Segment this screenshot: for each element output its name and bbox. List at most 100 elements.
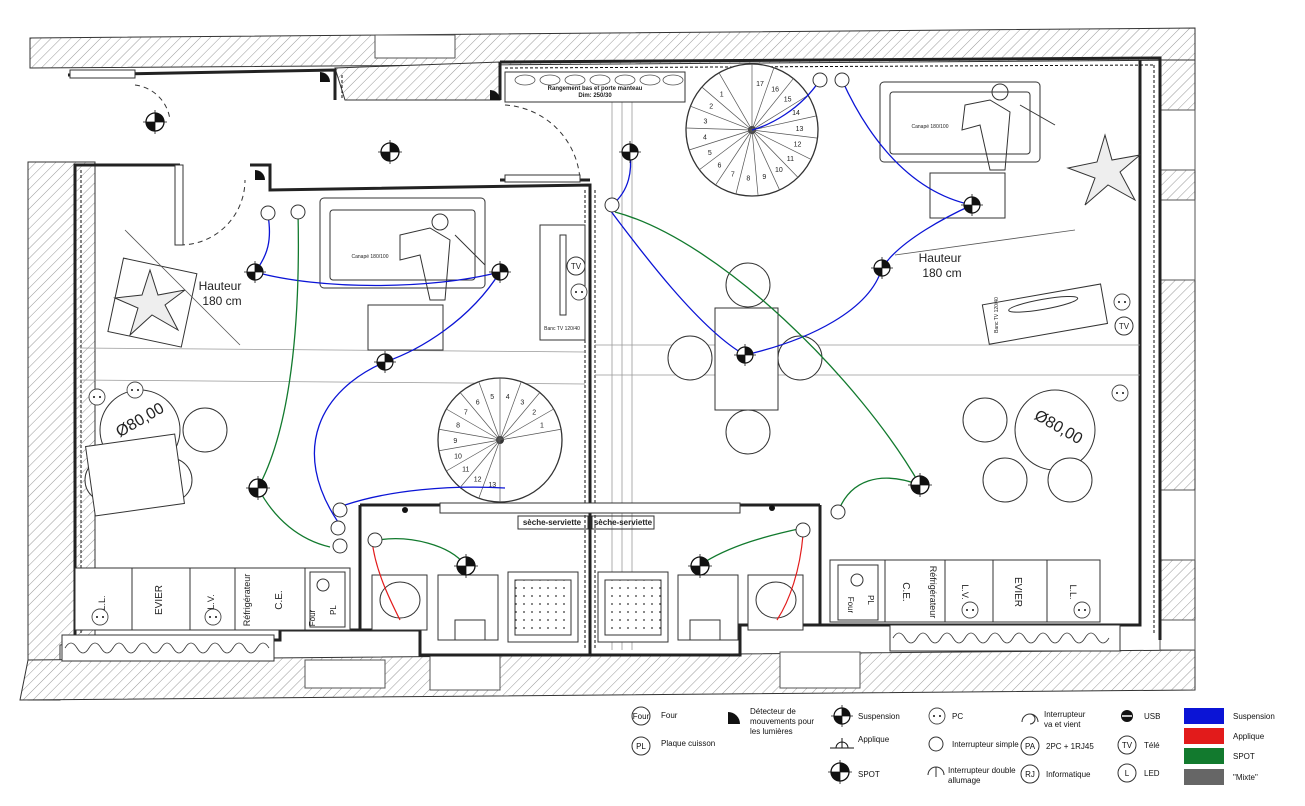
stair-upper-step-number: 6 [717, 163, 721, 170]
stair-lower-step-line [459, 392, 501, 441]
stair-lower-step-line [499, 392, 541, 441]
legend-usb: USB [1144, 712, 1160, 721]
stair-lower-step-number: 11 [462, 467, 469, 474]
evier-left-label: EVIER [154, 585, 165, 615]
stair-upper-step-number: 9 [762, 174, 766, 181]
stair-upper-step-line [751, 115, 817, 131]
legend-inter-va: Interrupteur va et vient [1044, 710, 1086, 729]
stair-lower-step-line [446, 408, 501, 441]
stair-upper-step-line [751, 129, 780, 191]
legend-l-code: L [1125, 769, 1130, 778]
legend-tv-code: TV [1122, 741, 1133, 750]
stair-upper-step-line [735, 129, 753, 195]
stair-upper-step-number: 4 [703, 135, 707, 142]
stair-upper-step-number: 13 [796, 126, 804, 133]
stair-upper-step-line [688, 129, 753, 151]
legend-led: LED [1144, 769, 1160, 778]
plant-left [107, 257, 198, 348]
legend-color-mixte: "Mixte" [1233, 773, 1258, 782]
stair-lower-step-number: 1 [540, 423, 544, 430]
stair-lower-step-line [499, 408, 554, 441]
legend-color-applique: Applique [1233, 732, 1265, 741]
stair-lower-step-line [438, 428, 501, 441]
person-right [961, 83, 1056, 171]
legend-swatch-applique [1184, 728, 1224, 744]
leds [402, 505, 775, 513]
lv-left-label: L.V. [206, 594, 216, 609]
wiring-spot [257, 211, 921, 566]
plant-right [1066, 133, 1142, 206]
stair-upper-step-line [686, 127, 753, 131]
legend-pl-code: PL [636, 742, 646, 751]
stair-lower-step-number: 5 [490, 394, 494, 401]
legend-pa-code: PA [1025, 742, 1036, 751]
detectors [255, 72, 500, 180]
radiator-right [889, 624, 1121, 652]
legend-swatch-suspension [1184, 708, 1224, 724]
evier-right-label: EVIER [1012, 577, 1023, 607]
rangement-cabinet [504, 71, 686, 103]
stair-lower-step-number: 2 [532, 409, 536, 416]
stair-upper-step-line [751, 129, 812, 160]
stair-upper-step-line [701, 86, 753, 131]
hauteur-right-value: 180 cm [922, 266, 961, 280]
legend-pa: 2PC + 1RJ45 [1046, 742, 1094, 751]
legend-detecteur: Détecteur de mouvements pour les lumière… [750, 707, 815, 736]
ll-right-label: L.L. [1068, 584, 1078, 599]
dining-left [84, 389, 228, 517]
stair-upper-step-line [690, 105, 753, 131]
bathroom-left [371, 571, 579, 643]
stair-lower-step-line [478, 439, 501, 499]
stair-upper-step-number: 7 [731, 171, 735, 178]
stair-upper-step-number: 3 [703, 119, 707, 126]
legend-four-code: Four [633, 712, 650, 721]
windows [69, 69, 581, 246]
pl-left-label: PL [329, 605, 338, 615]
stair-lower-step-number: 7 [464, 409, 468, 416]
ce-left-label: C.E. [274, 590, 285, 609]
stair-lower-step-line [499, 428, 562, 441]
hauteur-left-value: 180 cm [202, 294, 241, 308]
sofa-left [319, 197, 486, 351]
stair-lower-step-line [478, 381, 501, 441]
lv-right-label: L.V. [960, 584, 970, 599]
legend-inter-double: Interrupteur double allumage [948, 766, 1016, 785]
stair-upper-step-line [751, 129, 818, 139]
stair-upper-step-number: 16 [771, 86, 779, 93]
legend-swatch-mixte [1184, 769, 1224, 785]
stair-lower-step-number: 4 [506, 394, 510, 401]
person-left [399, 213, 486, 301]
legend-pc: PC [952, 712, 963, 721]
ce-right-label: C.E. [900, 582, 911, 601]
four-right-label: Four [846, 597, 855, 614]
stair-upper-step-number: 8 [746, 175, 750, 182]
stair-upper-step-line [718, 72, 753, 131]
wiring-applique [371, 534, 804, 621]
stair-lower-step-number: 9 [453, 438, 457, 445]
canape-left-label: Canapé 180/100 [352, 254, 389, 260]
stair-upper-step-number: 15 [784, 97, 792, 104]
stair-upper-step-line [751, 94, 809, 131]
legend-tele: Télé [1144, 741, 1160, 750]
stair-upper-step-line [699, 129, 753, 171]
stair-upper-step-number: 12 [794, 142, 802, 149]
legend-spot: SPOT [858, 770, 880, 779]
stair-lower-step-line [459, 439, 501, 488]
legend-applique: Applique [858, 735, 890, 744]
dining-right [962, 389, 1096, 503]
ll-left-label: L.L. [97, 595, 107, 610]
refrigerateur-right-label: Réfrigérateur [928, 566, 938, 619]
pl-right-label: PL [866, 595, 875, 605]
stair-upper-step-number: 11 [787, 156, 794, 163]
four-left-label: Four [308, 609, 317, 626]
legend: Four Four PL Plaque cuisson Détecteur de… [631, 704, 1275, 785]
stair-lower-step-number: 13 [488, 482, 496, 489]
stair-upper-step-line [751, 129, 759, 196]
tv-bench-right [981, 283, 1109, 345]
stair-upper-step-line [715, 129, 753, 186]
legend-rj-code: RJ [1025, 770, 1035, 779]
stair-upper-step-number: 14 [792, 110, 800, 117]
stair-lower-step-number: 3 [520, 399, 524, 406]
rangement-label: Rangement bas et porte manteau [548, 86, 643, 92]
seche-right-label: sèche-serviette [594, 518, 653, 527]
